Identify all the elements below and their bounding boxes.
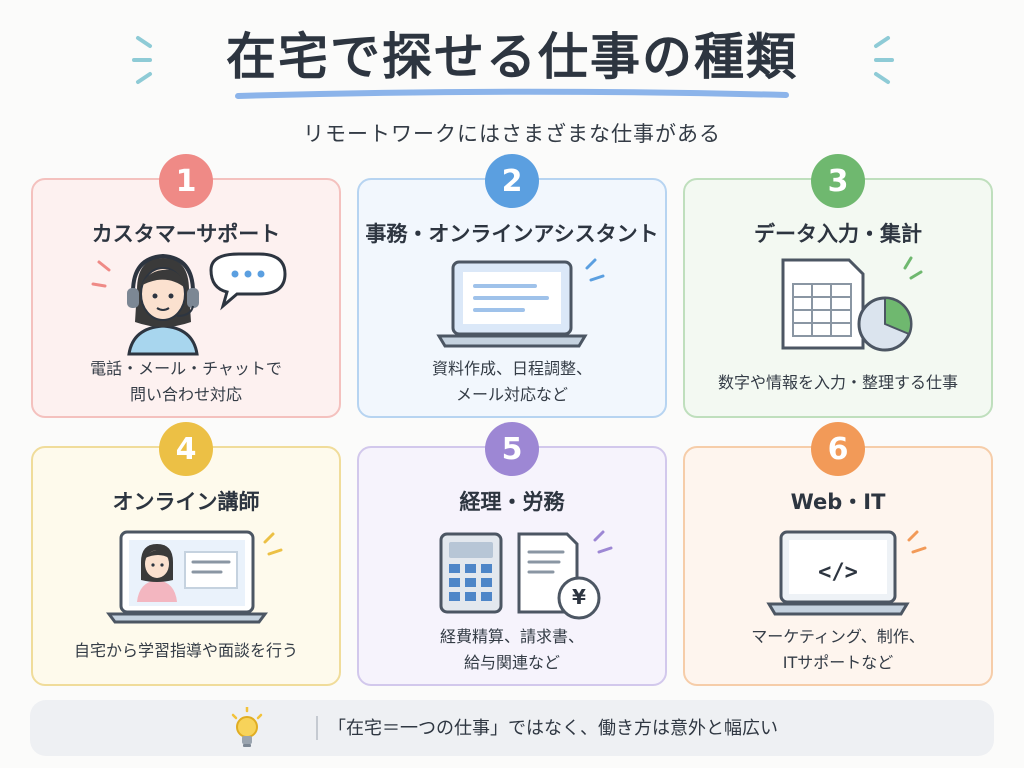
card-number-badge: 6 bbox=[811, 422, 865, 476]
card-description-line-2: ITサポートなど bbox=[782, 653, 894, 672]
card-description-line-1: 数字や情報を入力・整理する仕事 bbox=[717, 373, 958, 392]
card-title: オンライン講師 bbox=[112, 490, 260, 514]
card-number-badge: 3 bbox=[811, 154, 865, 208]
card-description-line-1: 自宅から学習指導や面談を行う bbox=[73, 641, 298, 660]
online-teacher-icon bbox=[106, 530, 283, 624]
calculator-invoice-icon bbox=[439, 530, 613, 620]
card-description-line-2: 問い合わせ対応 bbox=[129, 385, 242, 404]
card-title: データ入力・集計 bbox=[754, 222, 922, 246]
card-description: マーケティング、制作、 ITサポートなど bbox=[685, 624, 991, 676]
card-online-teacher: 4 オンライン講師 自宅から学習指導や面談を行う bbox=[31, 422, 341, 686]
title-underline bbox=[235, 88, 789, 99]
card-title: 事務・オンラインアシスタント bbox=[365, 222, 659, 246]
card-description-line-2: メール対応など bbox=[455, 385, 568, 404]
headset-operator-icon bbox=[91, 252, 287, 356]
card-title: 経理・労務 bbox=[459, 490, 565, 514]
code-laptop-icon bbox=[766, 530, 927, 616]
card-description: 数字や情報を入力・整理する仕事 bbox=[685, 370, 991, 396]
laptop-document-icon bbox=[436, 258, 605, 348]
lightbulb-icon bbox=[231, 707, 263, 747]
footer-divider bbox=[316, 716, 318, 740]
card-number-badge: 4 bbox=[159, 422, 213, 476]
card-description-line-2: 給与関連など bbox=[463, 653, 560, 672]
card-title: カスタマーサポート bbox=[91, 222, 281, 246]
card-description: 経費精算、請求書、 給与関連など bbox=[359, 624, 665, 676]
spreadsheet-chart-icon bbox=[781, 256, 923, 352]
sparkle-right-icon bbox=[874, 36, 894, 84]
sparkle-left-icon bbox=[132, 36, 152, 84]
card-description-line-1: 経費精算、請求書、 bbox=[439, 627, 584, 646]
card-description: 自宅から学習指導や面談を行う bbox=[33, 638, 339, 664]
subtitle: リモートワークにはさまざまな仕事がある bbox=[303, 122, 721, 146]
card-number-badge: 1 bbox=[159, 154, 213, 208]
card-title: Web・IT bbox=[790, 490, 886, 514]
card-web-it: 6 Web・IT </> マーケティング、制作、 ITサポートなど bbox=[683, 422, 993, 686]
footer-note: 「在宅＝一つの仕事」ではなく、働き方は意外と幅広い bbox=[30, 700, 994, 756]
footer-text: 「在宅＝一つの仕事」ではなく、働き方は意外と幅広い bbox=[328, 718, 778, 739]
code-icon: </> bbox=[818, 560, 858, 585]
header: 在宅で探せる仕事の種類 bbox=[0, 18, 1024, 96]
card-accounting-labor: 5 経理・労務 ¥ 経費精算、請求書、 給与関連など bbox=[357, 422, 667, 686]
card-number-badge: 2 bbox=[485, 154, 539, 208]
page-title: 在宅で探せる仕事の種類 bbox=[226, 28, 798, 86]
card-description: 電話・メール・チャットで 問い合わせ対応 bbox=[33, 356, 339, 408]
card-description-line-1: マーケティング、制作、 bbox=[751, 627, 925, 646]
card-description-line-1: 資料作成、日程調整、 bbox=[431, 359, 592, 378]
card-customer-support: 1 カスタマーサポート 電話・メール・チャットで 問い合わせ対応 bbox=[31, 154, 341, 418]
card-description: 資料作成、日程調整、 メール対応など bbox=[359, 356, 665, 408]
card-data-entry: 3 データ入力・集計 数字や情報を入力・整理する仕事 bbox=[683, 154, 993, 418]
card-office-assistant: 2 事務・オンラインアシスタント 資料作成、日程調整、 メール対応など bbox=[357, 154, 667, 418]
yen-icon: ¥ bbox=[572, 585, 586, 609]
card-number-badge: 5 bbox=[485, 422, 539, 476]
card-description-line-1: 電話・メール・チャットで bbox=[90, 359, 282, 378]
